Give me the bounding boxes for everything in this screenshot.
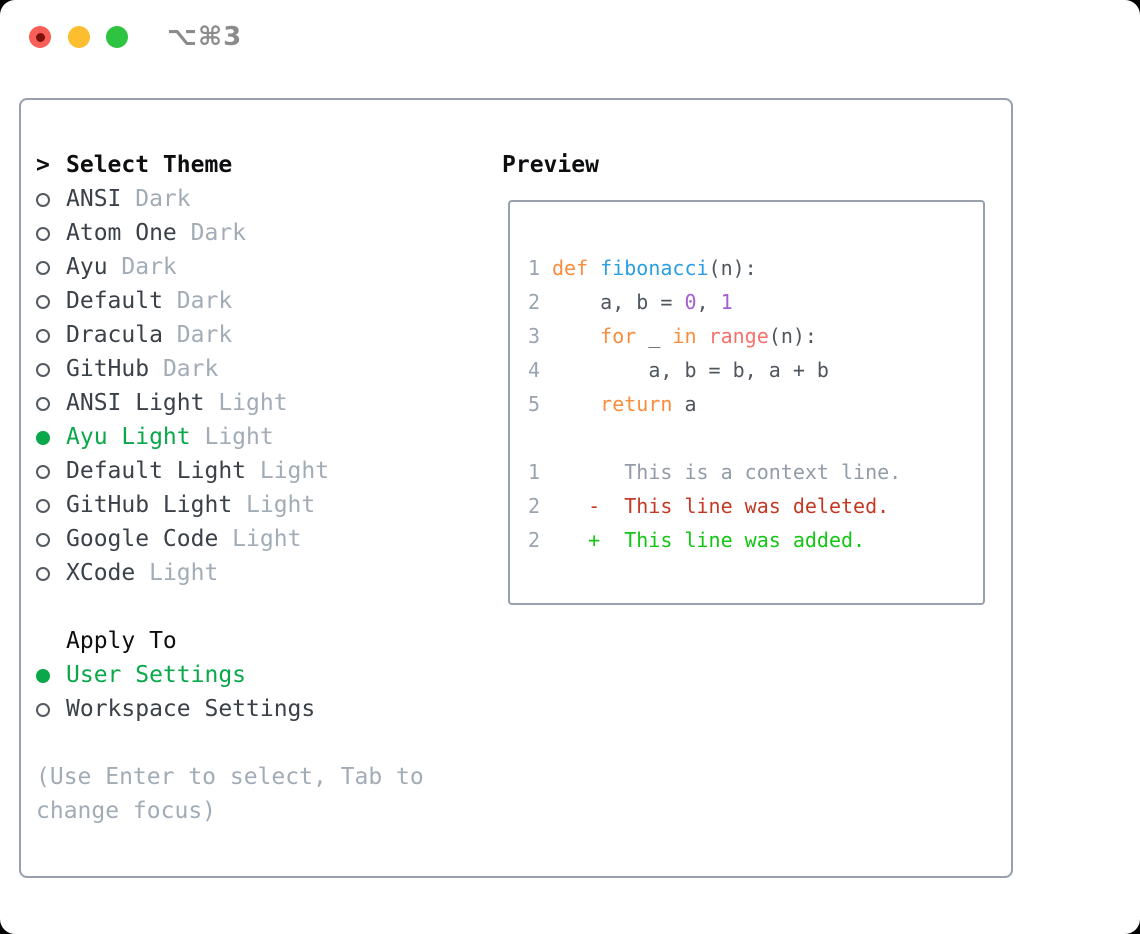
spacer xyxy=(36,726,481,760)
apply-option-label: User Settings xyxy=(66,662,247,688)
theme-option-label: Default xyxy=(66,288,163,314)
theme-variant-label: Dark xyxy=(107,254,177,280)
blank-line xyxy=(528,421,983,455)
theme-variant-label: Dark xyxy=(121,186,191,212)
radio-icon xyxy=(36,216,66,250)
theme-option-label: Dracula xyxy=(66,322,163,348)
apply-option-user-settings[interactable]: User Settings xyxy=(36,658,481,692)
radio-icon xyxy=(36,318,66,352)
theme-variant-label: Dark xyxy=(162,322,233,348)
preview-title: Preview xyxy=(502,152,599,178)
line-number: 1 xyxy=(528,460,541,484)
close-dot-icon xyxy=(35,32,45,42)
theme-option-default[interactable]: Default Dark xyxy=(36,284,481,318)
apply-option-workspace-settings[interactable]: Workspace Settings xyxy=(36,692,481,726)
line-number: 2 xyxy=(528,494,541,518)
theme-option-ayu[interactable]: Ayu Dark xyxy=(36,250,481,284)
theme-option-label: ANSI Light xyxy=(66,390,205,416)
radio-selected-icon xyxy=(36,658,66,692)
radio-icon xyxy=(36,692,66,726)
theme-variant-label: Dark xyxy=(176,220,247,246)
preview-diff-line-added: 2 + This line was added. xyxy=(528,523,983,557)
apply-option-label: Workspace Settings xyxy=(66,696,316,722)
minimize-button[interactable] xyxy=(68,26,90,48)
line-number: 2 xyxy=(528,290,541,314)
theme-option-ansi[interactable]: ANSI Dark xyxy=(36,182,481,216)
radio-icon xyxy=(36,250,66,284)
select-theme-header: > Select Theme xyxy=(36,148,481,182)
radio-icon xyxy=(36,488,66,522)
theme-option-default-light[interactable]: Default Light Light xyxy=(36,454,481,488)
line-number: 3 xyxy=(528,324,541,348)
theme-variant-label: Light xyxy=(218,526,302,552)
radio-icon xyxy=(36,352,66,386)
theme-option-xcode[interactable]: XCode Light xyxy=(36,556,481,590)
theme-variant-label: Dark xyxy=(162,288,233,314)
theme-option-label: Ayu xyxy=(66,254,108,280)
theme-option-github[interactable]: GitHub Dark xyxy=(36,352,481,386)
theme-option-label: XCode xyxy=(66,560,136,586)
preview-code-line: 4 a, b = b, a + b xyxy=(528,353,983,387)
theme-variant-label: Light xyxy=(246,458,330,484)
theme-variant-label: Light xyxy=(190,424,274,450)
radio-icon xyxy=(36,522,66,556)
line-number: 2 xyxy=(528,528,541,552)
select-theme-title: Select Theme xyxy=(66,152,233,178)
preview-diff-line-deleted: 2 - This line was deleted. xyxy=(528,489,983,523)
theme-option-google-code[interactable]: Google Code Light xyxy=(36,522,481,556)
theme-option-label: Default Light xyxy=(66,458,247,484)
theme-option-label: Ayu Light xyxy=(66,424,191,450)
preview-code-line: 5 return a xyxy=(528,387,983,421)
radio-selected-icon xyxy=(36,420,66,454)
theme-option-label: GitHub Light xyxy=(66,492,233,518)
theme-variant-label: Light xyxy=(135,560,219,586)
maximize-button[interactable] xyxy=(106,26,128,48)
theme-option-label: Atom One xyxy=(66,220,177,246)
theme-option-label: ANSI xyxy=(66,186,122,212)
radio-icon xyxy=(36,182,66,216)
theme-option-label: Google Code xyxy=(66,526,219,552)
apply-to-title: Apply To xyxy=(66,628,177,654)
theme-option-dracula[interactable]: Dracula Dark xyxy=(36,318,481,352)
preview-code-line: 3 for _ in range(n): xyxy=(528,319,983,353)
cursor-icon: > xyxy=(36,152,50,178)
line-number: 5 xyxy=(528,392,541,416)
preview-code-line: 2 a, b = 0, 1 xyxy=(528,285,983,319)
line-number: 1 xyxy=(528,256,541,280)
radio-icon xyxy=(36,556,66,590)
help-text: (Use Enter to select, Tab to change focu… xyxy=(36,764,424,824)
theme-option-atom-one[interactable]: Atom One Dark xyxy=(36,216,481,250)
radio-icon xyxy=(36,454,66,488)
theme-variant-label: Light xyxy=(204,390,288,416)
window-title: ⌥⌘3 xyxy=(167,22,243,52)
theme-option-github-light[interactable]: GitHub Light Light xyxy=(36,488,481,522)
spacer xyxy=(36,590,481,624)
radio-icon xyxy=(36,284,66,318)
theme-option-ansi-light[interactable]: ANSI Light Light xyxy=(36,386,481,420)
theme-variant-label: Light xyxy=(232,492,316,518)
line-number: 4 xyxy=(528,358,541,382)
theme-variant-label: Dark xyxy=(149,356,219,382)
theme-option-label: GitHub xyxy=(66,356,150,382)
close-button[interactable] xyxy=(29,26,51,48)
theme-option-ayu-light[interactable]: Ayu Light Light xyxy=(36,420,481,454)
titlebar: ⌥⌘3 xyxy=(0,0,1140,75)
radio-icon xyxy=(36,386,66,420)
apply-to-header: Apply To xyxy=(36,624,481,658)
preview-diff-line-context: 1 This is a context line. xyxy=(528,455,983,489)
